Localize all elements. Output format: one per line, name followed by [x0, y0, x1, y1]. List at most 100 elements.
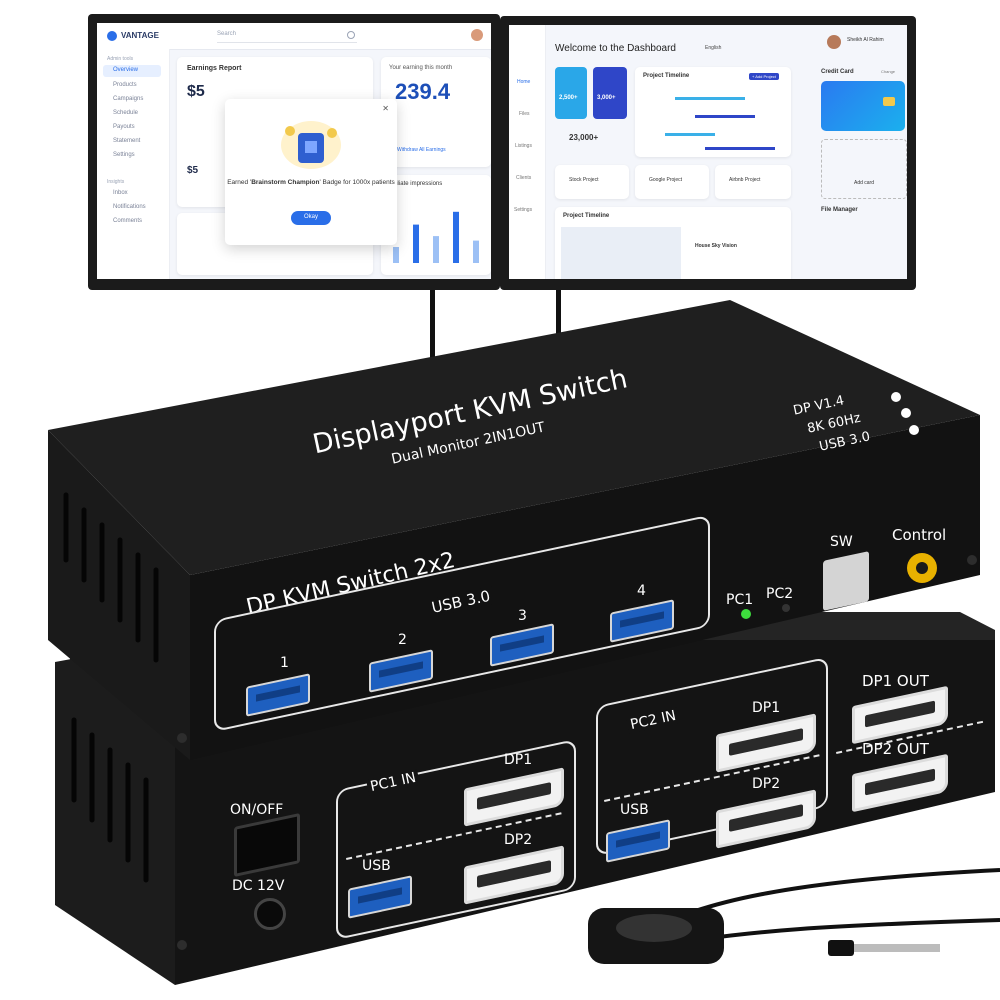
side-nav: [509, 25, 546, 279]
profile-avatar[interactable]: [827, 35, 841, 49]
sidebar-item-statement[interactable]: Statement: [103, 137, 161, 147]
project-name: Airbnb Project: [729, 177, 761, 183]
right-monitor-cable: [556, 290, 561, 340]
close-icon[interactable]: ✕: [382, 104, 389, 113]
badge-modal: ✕ Earned 'Brainstorm Champion' Badge for…: [225, 99, 397, 245]
usb-number-4: 4: [637, 583, 646, 599]
spec-dot-icon: [891, 392, 901, 402]
side-nav-settings[interactable]: Settings: [514, 207, 533, 213]
affiliate-title: Affiliate impressions: [389, 181, 443, 187]
left-monitor-screen: VANTAGE Search Admin tools Overview Prod…: [97, 23, 491, 279]
pc2-usb-label: USB: [620, 802, 649, 818]
stat-value: 2,500+: [559, 95, 578, 101]
add-project-button[interactable]: + Add Project: [749, 73, 779, 80]
pc2-label: PC2: [766, 586, 794, 602]
right-monitor: Home Files Listings Clients Settings Wel…: [500, 16, 916, 290]
vent-slots: [63, 492, 159, 883]
sidebar-item-label: Comments: [113, 218, 143, 224]
modal-text-suffix: ' Badge for 1000x patients: [319, 179, 395, 186]
sidebar-item-notifications[interactable]: Notifications: [103, 203, 161, 213]
search-input[interactable]: Search: [217, 30, 357, 43]
pc1-led-icon: [741, 609, 751, 619]
side-nav-clients[interactable]: Clients: [516, 175, 532, 181]
pc2-dp1-label: DP1: [752, 700, 781, 716]
timeline-bar: [695, 115, 755, 118]
withdraw-link[interactable]: Withdraw All Earnings: [397, 147, 446, 153]
screw-icon: [177, 733, 187, 743]
project-chip-3[interactable]: Airbnb Project: [715, 165, 791, 199]
affiliate-bar: [413, 224, 419, 263]
sidebar-item-campaigns[interactable]: Campaigns: [103, 95, 161, 105]
affiliate-bar: [393, 247, 399, 263]
search-placeholder: Search: [217, 31, 237, 37]
earnings-title: Earnings Report: [187, 65, 242, 72]
remote-button: [616, 914, 692, 942]
timeline-bar: [675, 97, 745, 100]
sidebar: [97, 49, 170, 279]
add-card-box[interactable]: Add card: [821, 139, 907, 199]
sidebar-item-schedule[interactable]: Schedule: [103, 109, 161, 119]
avatar[interactable]: [471, 29, 483, 41]
month-earning-title: Your earning this month: [389, 65, 453, 71]
file-manager-title: File Manager: [821, 207, 858, 213]
credit-card[interactable]: [821, 81, 905, 131]
map-view[interactable]: [561, 227, 681, 279]
sw-button[interactable]: [823, 551, 869, 611]
sidebar-item-label: Notifications: [113, 204, 146, 210]
side-nav-files[interactable]: Files: [519, 111, 530, 117]
search-icon: [347, 31, 355, 39]
pc1-label: PC1: [726, 592, 754, 608]
timeline-bar: [665, 133, 715, 136]
project-timeline-card: Project Timeline + Add Project: [635, 67, 791, 157]
brand-logo-icon: [107, 31, 117, 41]
control-label: Control: [892, 526, 947, 544]
modal-badge-name: Brainstorm Champion: [251, 179, 320, 186]
sidebar-item-label: Settings: [113, 152, 135, 158]
side-nav-home[interactable]: Home: [517, 79, 531, 85]
affiliate-bar: [473, 240, 479, 263]
sidebar-item-comments[interactable]: Comments: [103, 217, 161, 227]
earnings-value-secondary: $5: [187, 165, 199, 176]
sidebar-item-label: Overview: [113, 67, 139, 73]
dashboard-title: Welcome to the Dashboard: [555, 43, 676, 54]
month-earning-card: Your earning this month 239.4 Withdraw A…: [381, 57, 491, 167]
okay-button-label: Okay: [303, 214, 318, 220]
dc-jack-icon: [254, 898, 286, 930]
power-label: ON/OFF: [230, 802, 284, 818]
project-chip-1[interactable]: Stock Project: [555, 165, 629, 199]
project-chip-2[interactable]: Google Project: [635, 165, 709, 199]
sidebar-item-overview[interactable]: Overview: [103, 65, 161, 77]
affiliate-bar-chart: [393, 211, 479, 263]
project-timeline-title: Project Timeline: [643, 73, 690, 79]
sidebar-item-payouts[interactable]: Payouts: [103, 123, 161, 133]
credit-card-title: Credit Card: [821, 69, 854, 75]
timeline-bar: [705, 147, 775, 150]
stat-value-3: 23,000+: [569, 133, 599, 142]
left-monitor-cable: [430, 290, 435, 360]
dp1-out-label: DP1 OUT: [862, 672, 929, 690]
side-nav-listings[interactable]: Listings: [515, 143, 532, 149]
sidebar-item-label: Campaigns: [113, 96, 144, 102]
sidebar-item-products[interactable]: Products: [103, 81, 161, 91]
spec-dot-icon: [909, 425, 919, 435]
project-name: Google Project: [649, 177, 683, 183]
pc2-led-icon: [782, 604, 790, 612]
map-card-title: Project Timeline: [563, 213, 610, 219]
usb-number-1: 1: [280, 655, 289, 671]
stat-card-1: 2,500+: [555, 67, 587, 119]
modal-text-line: Earned 'Brainstorm Champion' Badge for 1…: [225, 179, 397, 186]
house-label: House Sky Vision: [695, 243, 737, 249]
language-select[interactable]: English: [705, 45, 722, 51]
top-bar: [97, 23, 491, 50]
modal-text-prefix: Earned ': [227, 179, 252, 186]
sidebar-section-insights: Insights: [107, 179, 125, 185]
sidebar-item-settings[interactable]: Settings: [103, 151, 161, 161]
screw-icon: [177, 940, 187, 950]
okay-button[interactable]: Okay: [291, 211, 331, 225]
audio-plug-icon: [850, 944, 940, 952]
sidebar-item-inbox[interactable]: Inbox: [103, 189, 161, 199]
sidebar-item-label: Payouts: [113, 124, 135, 130]
bottom-unit-side: [55, 640, 175, 985]
dp2-out-label: DP2 OUT: [862, 740, 929, 758]
credit-card-change[interactable]: Change: [881, 69, 896, 74]
